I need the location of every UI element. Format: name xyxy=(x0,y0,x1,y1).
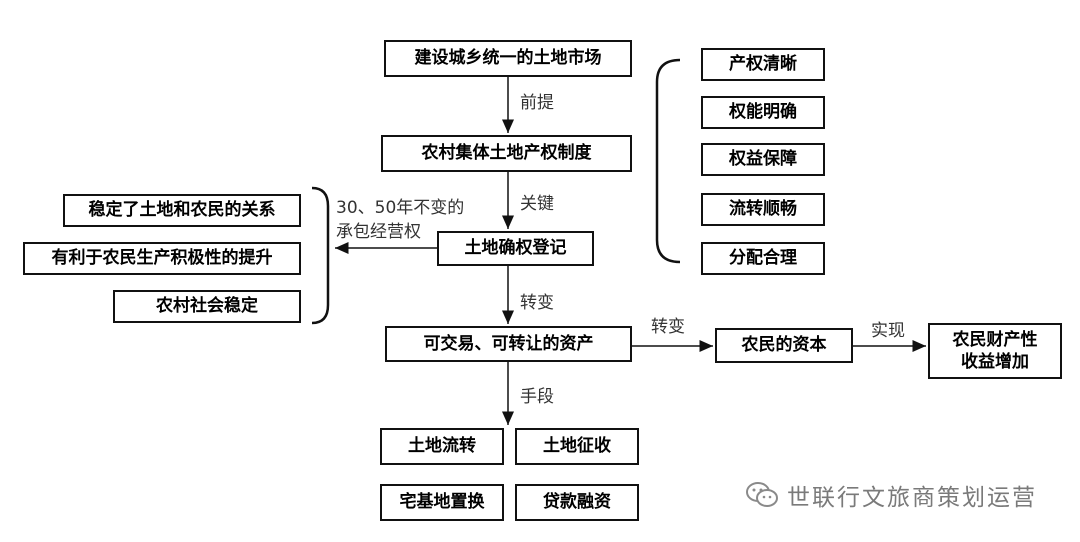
right-item-defined-powers: 权能明确 xyxy=(701,96,825,129)
label-key: 关键 xyxy=(520,194,554,214)
label-premise: 前提 xyxy=(520,93,554,113)
watermark-text: 世联行文旅商策划运营 xyxy=(787,485,1037,511)
node-collective-land-rights: 农村集体土地产权制度 xyxy=(381,135,632,172)
watermark: 世联行文旅商策划运营 xyxy=(745,478,1037,512)
right-item-rights-protection: 权益保障 xyxy=(701,143,825,176)
node-tradable-asset: 可交易、可转让的资产 xyxy=(385,326,632,362)
left-item-productivity: 有利于农民生产积极性的提升 xyxy=(23,242,301,275)
label-means: 手段 xyxy=(520,387,554,407)
node-loan-financing: 贷款融资 xyxy=(515,484,639,521)
left-item-social-stability: 农村社会稳定 xyxy=(113,290,301,323)
node-property-income: 农民财产性收益增加 xyxy=(928,323,1062,379)
node-homestead-replacement: 宅基地置换 xyxy=(380,484,504,521)
node-unified-land-market: 建设城乡统一的土地市场 xyxy=(384,40,632,77)
right-item-clear-ownership: 产权清晰 xyxy=(701,48,825,81)
node-land-registration: 土地确权登记 xyxy=(437,231,594,266)
bracket-right xyxy=(655,58,681,264)
wechat-icon xyxy=(746,482,778,507)
label-transform-1: 转变 xyxy=(520,293,554,313)
right-item-fair-distribution: 分配合理 xyxy=(701,242,825,275)
node-land-requisition: 土地征收 xyxy=(515,428,639,465)
label-contract-line-1: 30、50年不变的 xyxy=(336,198,465,218)
node-land-circulation: 土地流转 xyxy=(380,428,504,465)
label-transform-2: 转变 xyxy=(651,317,685,337)
label-contract-rights: 30、50年不变的 承包经营权 xyxy=(336,196,464,244)
node-farmer-capital: 农民的资本 xyxy=(715,328,853,363)
label-realize: 实现 xyxy=(871,321,905,341)
bracket-left xyxy=(311,186,330,325)
left-item-stable-relationship: 稳定了土地和农民的关系 xyxy=(63,194,301,227)
right-item-smooth-circulation: 流转顺畅 xyxy=(701,193,825,226)
label-contract-line-2: 承包经营权 xyxy=(336,222,421,242)
